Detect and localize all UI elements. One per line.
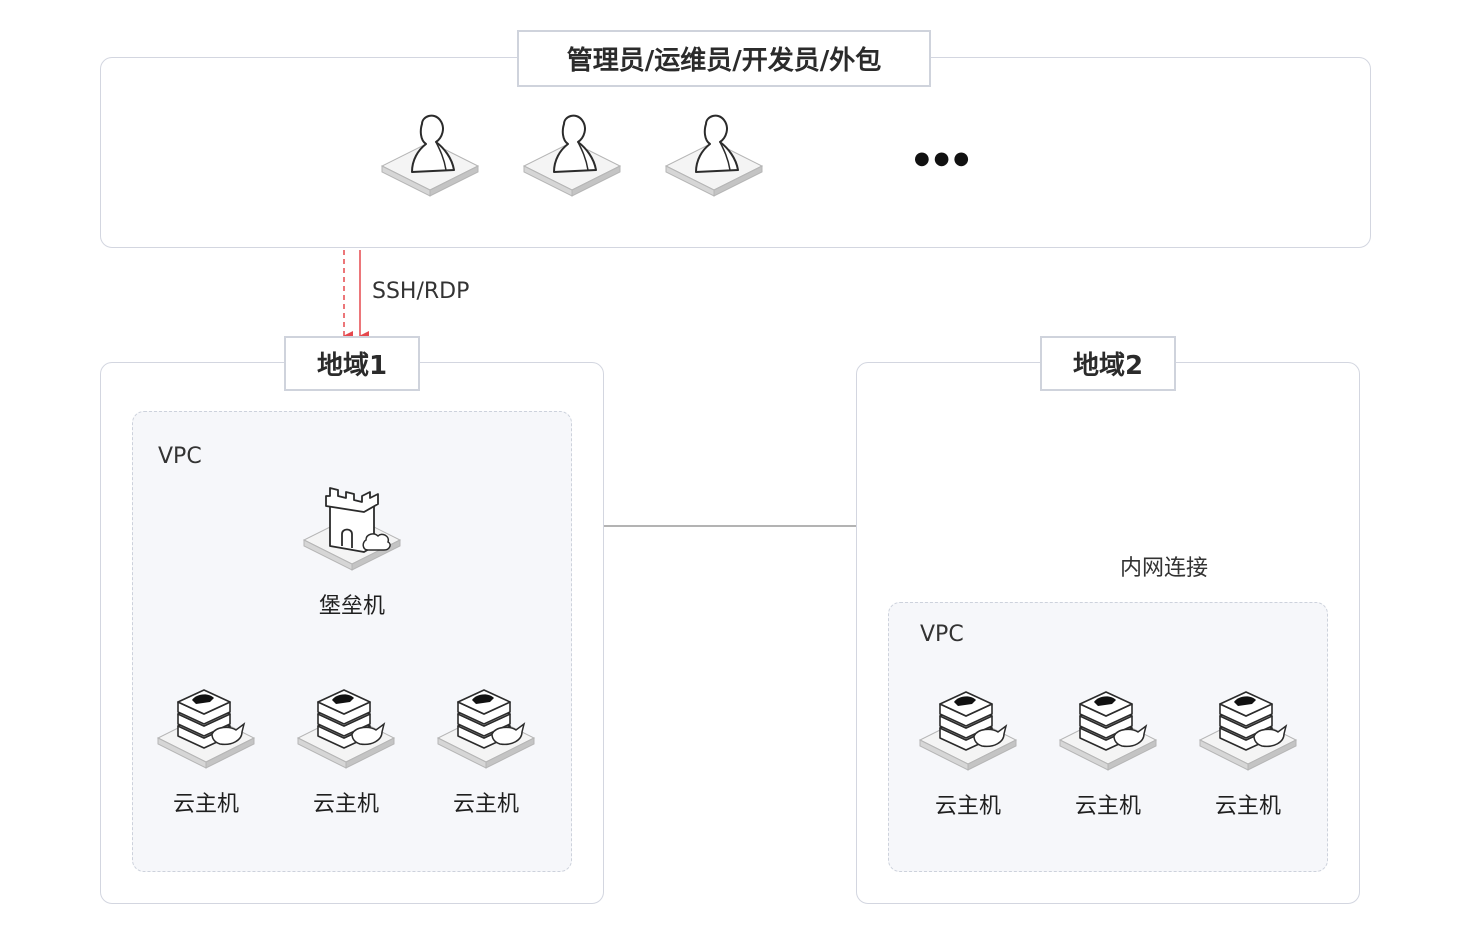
region-2-vpc-label: VPC <box>920 622 964 647</box>
cloud-host-icon <box>1060 688 1156 772</box>
users-group-title: 管理员/运维员/开发员/外包 <box>517 30 931 87</box>
cloud-host-label: 云主机 <box>172 792 239 817</box>
cloud-host-label: 云主机 <box>934 794 1001 819</box>
region-1-vpc <box>132 411 572 872</box>
bastion-host-icon <box>304 488 400 572</box>
user-icon <box>382 114 478 198</box>
cloud-host-label: 云主机 <box>1074 794 1141 819</box>
region-2-title: 地域2 <box>1040 336 1176 391</box>
cloud-host-label: 云主机 <box>312 792 379 817</box>
more-users-ellipsis: ●●● <box>914 148 974 169</box>
intranet-connection-label: 内网连接 <box>1120 556 1209 581</box>
cloud-host-icon <box>920 688 1016 772</box>
cloud-host-icon <box>438 686 534 770</box>
user-icon <box>666 114 762 198</box>
cloud-host-label: 云主机 <box>452 792 519 817</box>
cloud-host-icon <box>1200 688 1296 772</box>
cloud-host-icon <box>158 686 254 770</box>
region-1-vpc-label: VPC <box>158 444 202 469</box>
protocol-label: SSH/RDP <box>372 279 470 304</box>
region-1-title: 地域1 <box>284 336 420 391</box>
user-icon <box>524 114 620 198</box>
bastion-host-label: 堡垒机 <box>318 594 385 619</box>
cloud-host-icon <box>298 686 394 770</box>
cloud-host-label: 云主机 <box>1214 794 1281 819</box>
